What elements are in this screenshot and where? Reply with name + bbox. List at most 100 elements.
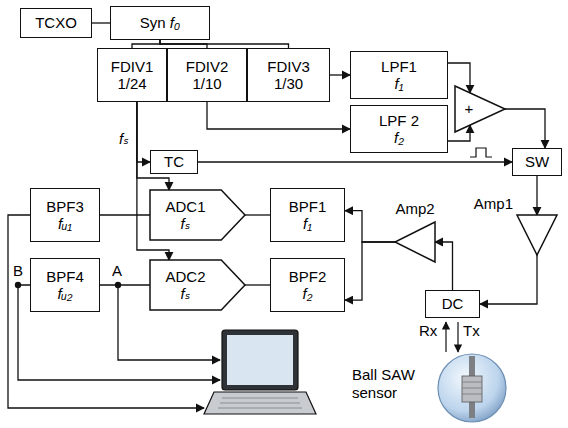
summer-triangle-shape: [455, 86, 505, 132]
block-parameter: f₂: [394, 129, 404, 146]
coupler-box: DC: [425, 290, 480, 318]
laptop-display: [227, 335, 293, 385]
signal-connector: [137, 102, 150, 162]
block-name: Amp2: [385, 200, 445, 217]
amplifier-triangle-shape: [517, 215, 557, 255]
signal-connector: [345, 211, 395, 242]
filter-box: BPF4fᵤ₂: [30, 258, 100, 312]
node-letter: A: [112, 262, 122, 280]
signal-connector: [198, 161, 512, 162]
sensor-ball: [438, 354, 506, 422]
signal-connector: [207, 102, 350, 129]
signal-name: Tx: [463, 322, 480, 340]
block-name: FDIV2: [186, 58, 229, 75]
amplifier-triangle-shape: [395, 222, 435, 262]
block-parameter: fₛ: [181, 215, 191, 232]
laptop-icon: [204, 330, 316, 414]
adc-pentagon: ADC1fₛ: [150, 190, 245, 240]
block-name: BPF3: [46, 198, 84, 215]
filter-box: BPF3fᵤ₁: [30, 188, 100, 242]
sensor-label: Ball SAW sensor: [352, 366, 434, 402]
block-name: FDIV1: [111, 58, 154, 75]
amplifier-triangle-outline: [517, 215, 557, 255]
signal-connector: [137, 102, 169, 190]
timing-box: TC: [150, 150, 198, 174]
block-name: Syn: [140, 14, 166, 31]
block-parameter: fₛ: [181, 285, 191, 302]
block-name: TCXO: [35, 14, 77, 31]
sensor-holder-lines: [462, 382, 482, 394]
block-name: LPF1: [381, 58, 417, 75]
amplifier-triangle-outline: [395, 222, 435, 262]
signal-connector: [245, 284, 270, 285]
adc-pentagon: ADC2fₛ: [150, 260, 245, 310]
block-parameter: 1/30: [274, 75, 303, 92]
node-letter: B: [13, 262, 23, 280]
signal-connector: [505, 109, 545, 148]
block-name: BPF1: [289, 198, 327, 215]
block-name: ADC2: [165, 268, 205, 285]
signal-connector: [132, 40, 160, 48]
pulse-symbol: [470, 148, 492, 157]
signal-connector: [245, 214, 270, 215]
laptop-screen: [222, 330, 298, 390]
synthesizer-box: Synf₀: [110, 6, 210, 40]
signal-connector: [345, 242, 395, 300]
block-name: BPF4: [46, 268, 84, 285]
adc-pentagon-shape: [150, 190, 245, 240]
block-parameter: fᵤ₂: [57, 285, 72, 302]
signal-connector: [100, 214, 150, 215]
filter-box: LPF 2f₂: [350, 105, 448, 153]
signal-connector: [330, 74, 350, 75]
signal-wire: [8, 215, 204, 408]
switch-box: SW: [512, 148, 562, 176]
adc-pentagon-outline: [150, 260, 245, 310]
junction-dot: [15, 282, 21, 288]
block-name: SW: [525, 153, 549, 170]
filter-box: BPF2f₂: [270, 258, 345, 312]
block-parameter: fᵤ₁: [58, 215, 72, 232]
divider-box: FDIV21/10: [167, 48, 247, 102]
block-name: BPF2: [289, 268, 327, 285]
amplifier-triangle: Amp1: [517, 215, 557, 255]
signal-connector: [435, 242, 453, 290]
block-parameter: 1/24: [117, 75, 146, 92]
laptop-base: [204, 392, 316, 414]
signal-connector: [536, 176, 537, 215]
amplifier-triangle: Amp2: [395, 222, 435, 262]
tx-arrow: [457, 322, 458, 352]
block-parameter: f₀: [170, 14, 181, 31]
signal-name: Rx: [419, 322, 437, 340]
block-parameter: 1/10: [192, 75, 221, 92]
summer-triangle-outline: [455, 86, 505, 132]
signal-connector: [160, 40, 289, 48]
signal-name: fₛ: [119, 130, 129, 148]
block-parameter: f₁: [395, 75, 404, 92]
block-parameter: f₂: [303, 285, 313, 302]
signal-connector: [92, 22, 110, 23]
divider-box: FDIV11/24: [97, 48, 167, 102]
block-name: LPF 2: [379, 112, 419, 129]
ball-saw-sensor: [438, 354, 506, 422]
signal-connector: [100, 284, 150, 285]
block-parameter: f₁: [303, 215, 312, 232]
sensor-holder: [462, 376, 482, 402]
adc-pentagon-shape: [150, 260, 245, 310]
summer-triangle: +: [455, 86, 505, 132]
adc-pentagon-outline: [150, 190, 245, 240]
signal-connector: [480, 255, 537, 304]
oscillator-box: TCXO: [20, 8, 92, 38]
block-name: FDIV3: [267, 58, 310, 75]
block-name: +: [465, 100, 474, 117]
block-name: DC: [442, 295, 464, 312]
rx-arrow: [445, 322, 446, 352]
laptop-keys: [218, 398, 302, 408]
filter-box: BPF1f₁: [270, 188, 345, 242]
block-name: TC: [164, 153, 184, 170]
filter-box: LPF1f₁: [350, 51, 448, 99]
block-name: ADC1: [165, 198, 205, 215]
block-name: Amp1: [465, 195, 513, 212]
divider-box: FDIV31/30: [247, 48, 330, 102]
